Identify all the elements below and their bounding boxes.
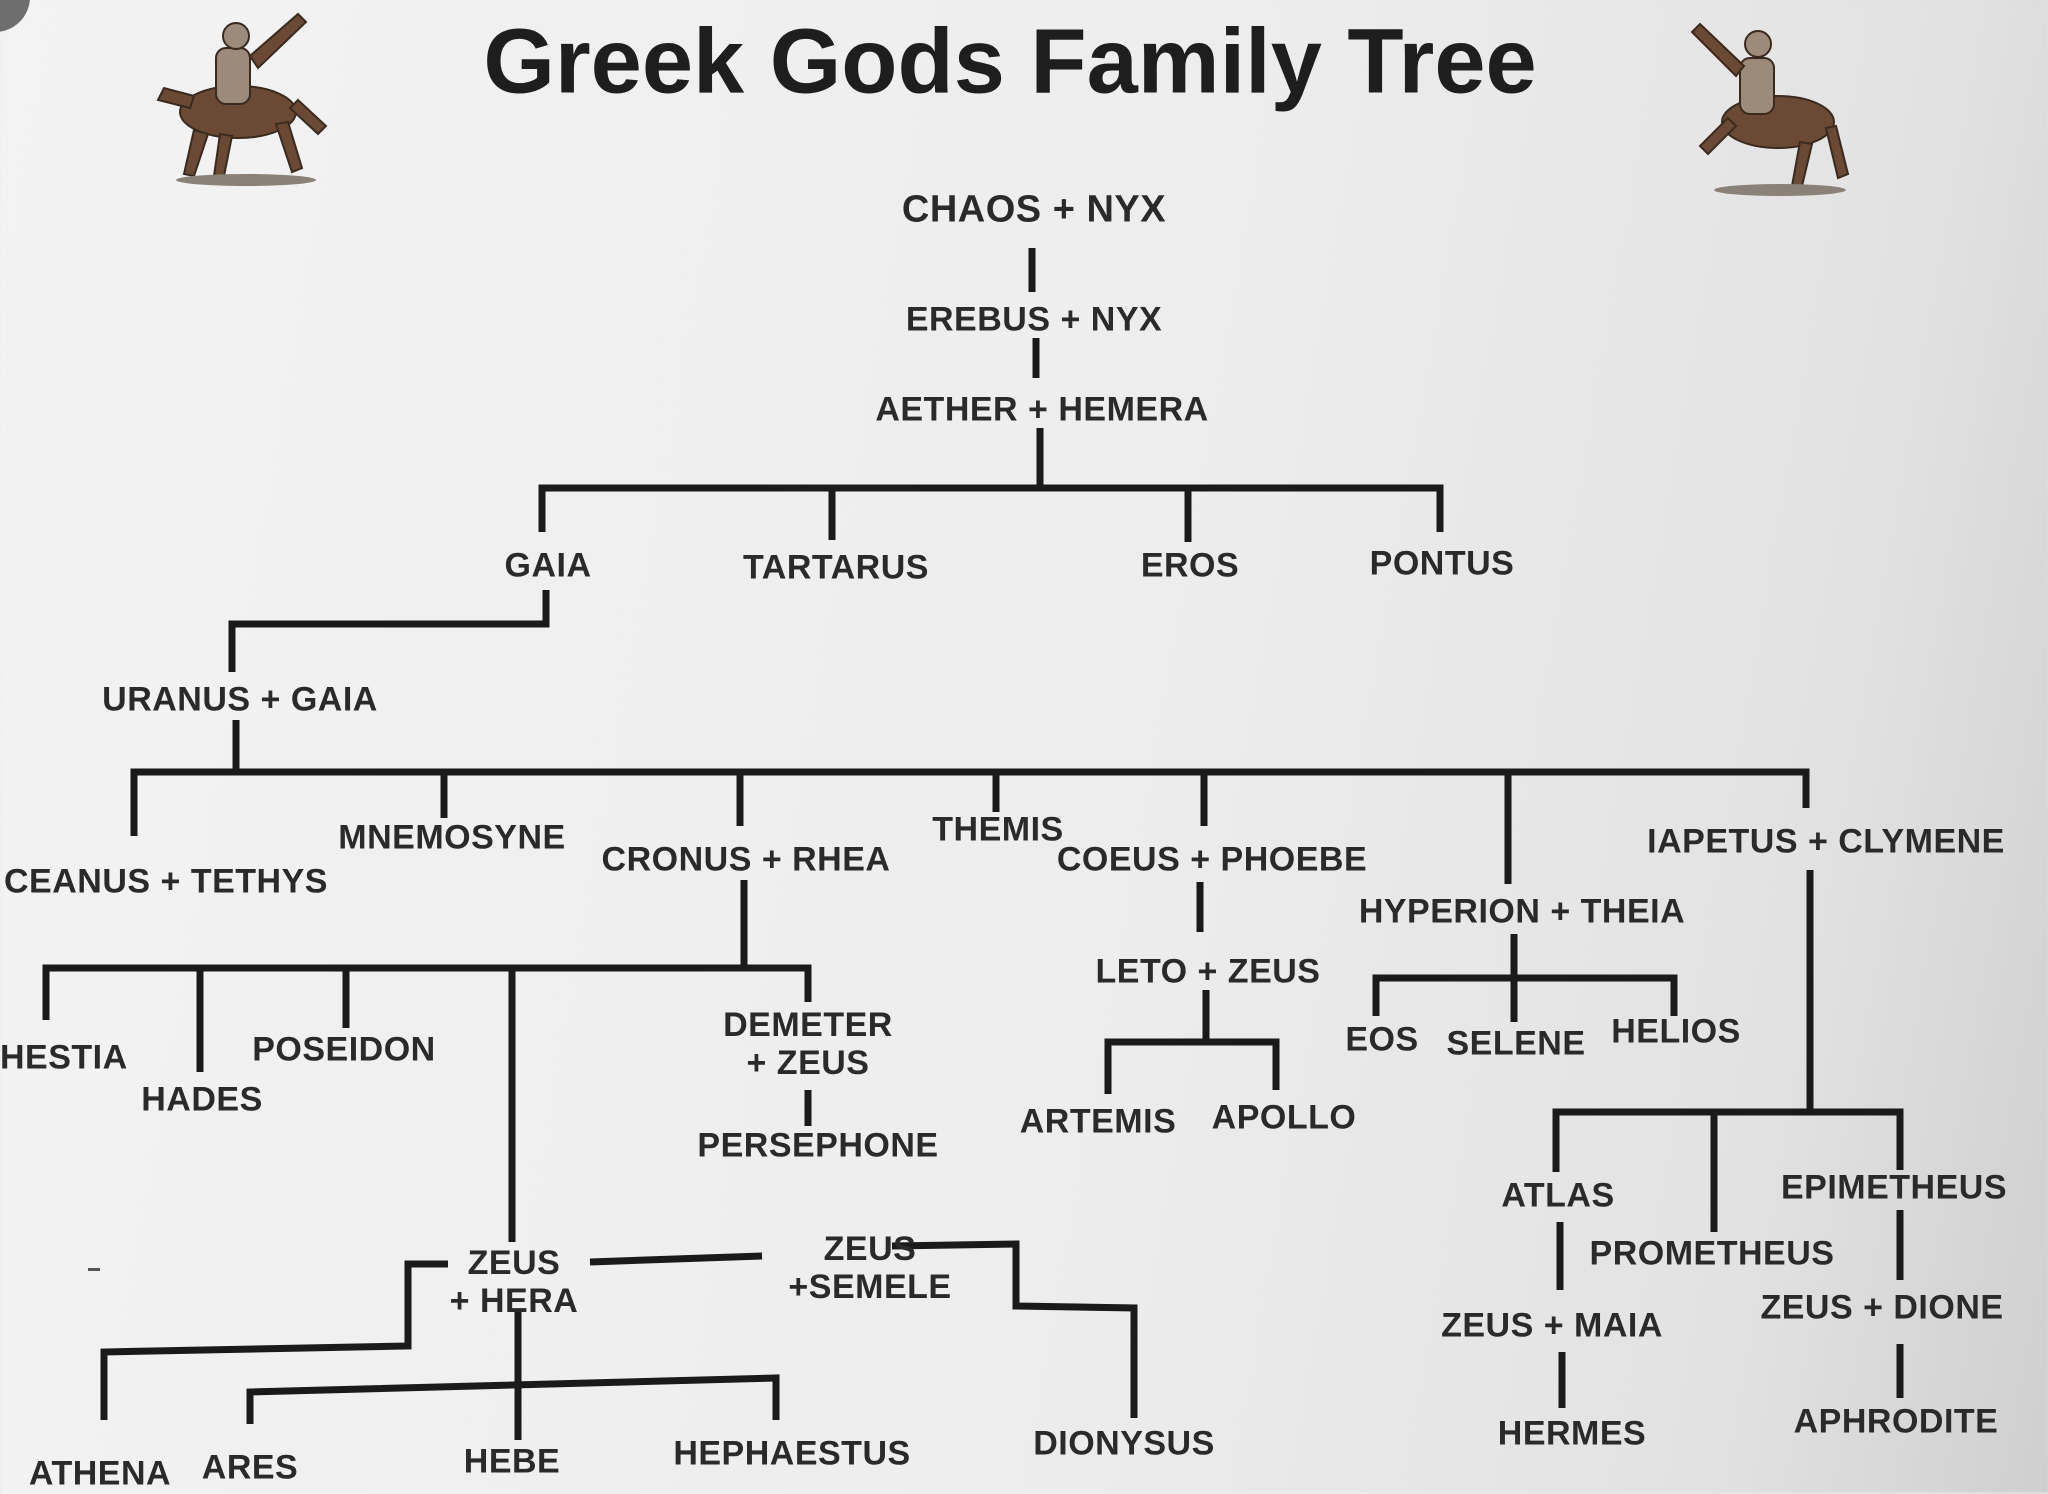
node-leto-zeus: LETO + ZEUS <box>1096 953 1321 992</box>
stray-mark <box>88 1268 100 1271</box>
node-prometheus: PROMETHEUS <box>1590 1235 1835 1274</box>
connector-hera-semele <box>590 1256 762 1262</box>
connector-hyperion-bar <box>1376 978 1674 1016</box>
node-aether-hemera: AETHER + HEMERA <box>875 391 1208 430</box>
centaur-right-ornament <box>1680 10 1850 196</box>
node-oceanus-tethys: CEANUS + TETHYS <box>4 863 328 902</box>
node-eos: EOS <box>1345 1021 1418 1060</box>
node-atlas: ATLAS <box>1501 1177 1614 1216</box>
connector-primordials <box>542 488 1440 532</box>
node-hephaestus: HEPHAESTUS <box>673 1435 910 1474</box>
node-tartarus: TARTARUS <box>743 549 929 588</box>
connector-cronus-bar <box>46 968 808 1020</box>
node-hyperion-theia: HYPERION + THEIA <box>1359 893 1685 932</box>
diagram-title: Greek Gods Family Tree <box>483 10 1536 115</box>
centaur-left-ornament <box>150 4 340 188</box>
node-pontus: PONTUS <box>1370 545 1515 584</box>
node-zeus-dione: ZEUS + DIONE <box>1760 1289 2003 1328</box>
node-cronus-rhea: CRONUS + RHEA <box>602 841 891 880</box>
node-coeus-phoebe: COEUS + PHOEBE <box>1057 841 1367 880</box>
node-epimetheus: EPIMETHEUS <box>1781 1169 2007 1208</box>
node-helios: HELIOS <box>1611 1013 1741 1052</box>
node-hestia: HESTIA <box>0 1039 128 1078</box>
node-aphrodite: APHRODITE <box>1794 1403 1999 1442</box>
node-zeus-maia: ZEUS + MAIA <box>1441 1307 1663 1346</box>
node-zeus-semele: ZEUS +SEMELE <box>788 1230 951 1306</box>
connector-iapetus-bar <box>1556 1112 1900 1172</box>
node-gaia: GAIA <box>505 547 592 586</box>
node-dionysus: DIONYSUS <box>1033 1425 1215 1464</box>
node-demeter-zeus: DEMETER + ZEUS <box>723 1006 893 1082</box>
node-selene: SELENE <box>1446 1025 1585 1064</box>
node-athena: ATHENA <box>29 1455 171 1494</box>
node-hebe: HEBE <box>464 1443 560 1482</box>
node-mnemosyne: MNEMOSYNE <box>338 819 565 858</box>
node-poseidon: POSEIDON <box>252 1031 435 1070</box>
node-chaos-nyx: CHAOS + NYX <box>902 189 1166 232</box>
node-artemis: ARTEMIS <box>1020 1103 1177 1142</box>
node-eros: EROS <box>1141 547 1239 586</box>
node-zeus-hera: ZEUS + HERA <box>450 1244 579 1320</box>
connector-athena <box>104 1264 448 1420</box>
node-themis: THEMIS <box>932 811 1063 850</box>
connector-leto-bar <box>1108 1042 1276 1094</box>
node-erebus-nyx: EREBUS + NYX <box>906 301 1162 340</box>
node-hades: HADES <box>141 1081 263 1120</box>
node-apollo: APOLLO <box>1212 1099 1357 1138</box>
node-ares: ARES <box>202 1449 298 1488</box>
node-hermes: HERMES <box>1498 1415 1646 1454</box>
node-persephone: PERSEPHONE <box>697 1127 938 1166</box>
node-uranus-gaia: URANUS + GAIA <box>102 681 378 720</box>
connector-hera-bar <box>250 1378 776 1424</box>
node-iapetus-clymene: IAPETUS + CLYMENE <box>1647 823 2005 862</box>
connector-gaia-uranus <box>232 590 546 672</box>
